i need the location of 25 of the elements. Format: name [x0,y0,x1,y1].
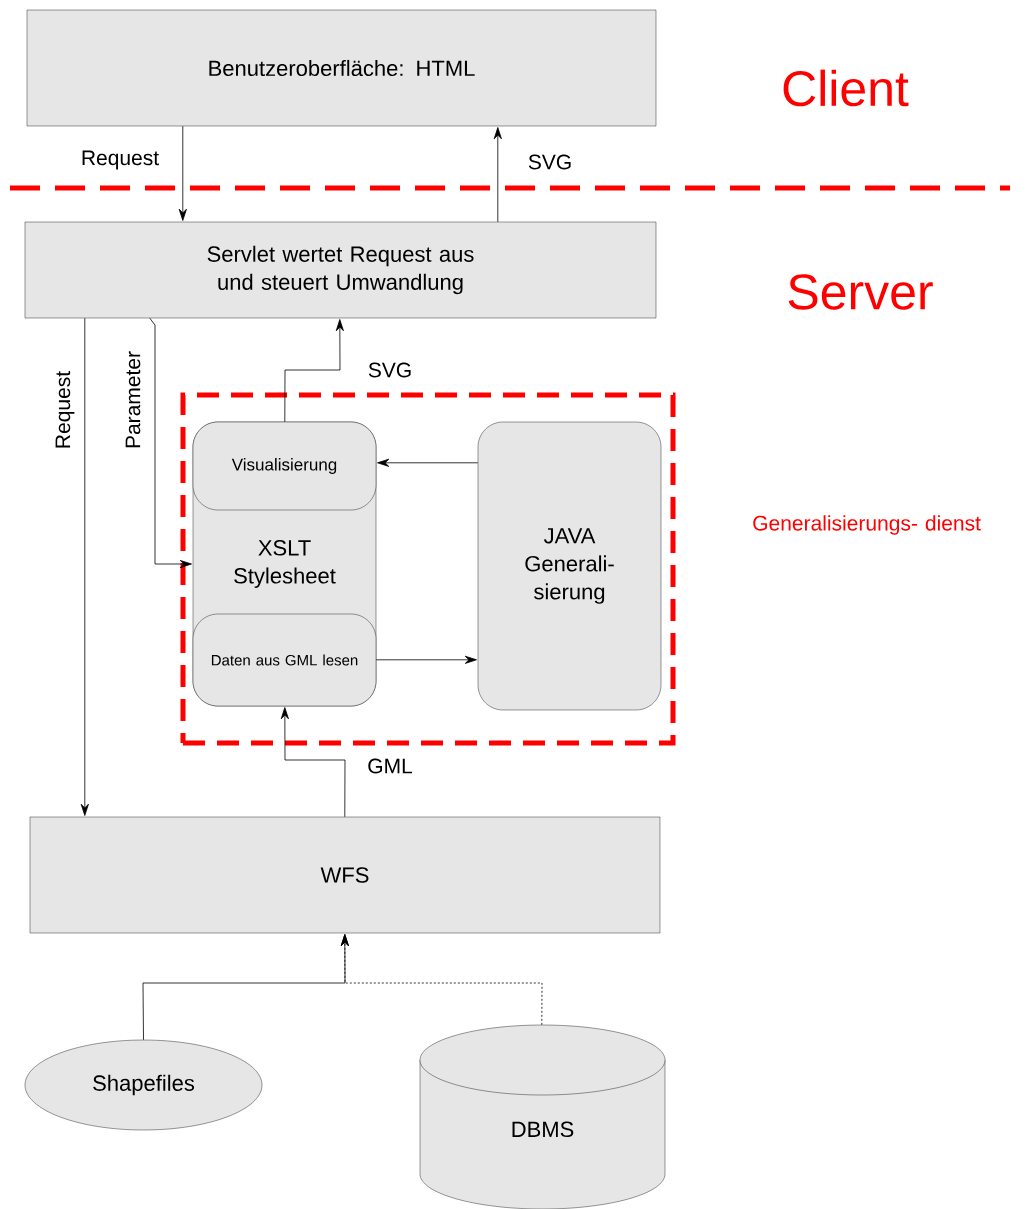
edge-label: SVG [526,153,574,171]
arrow [493,127,502,223]
arrow [149,317,192,569]
edge-label: Parameter [124,350,142,450]
rounded-box: Visualisierung [192,421,377,511]
rounded-box: Daten aus GML lesen [192,613,377,707]
edge-label: Request [79,149,161,171]
zone-label: Client [783,69,909,107]
edge-label: Request [54,369,76,451]
arrow [178,125,187,221]
node-label: Generalisierungs- dienst [753,515,981,535]
process-box: Benutzeroberfläche: HTML [26,9,657,127]
arrow [280,707,346,818]
arrow [340,934,543,1026]
arrow [80,317,89,816]
rounded-box: JAVA Generali- sierung [477,421,662,711]
process-box: Servlet wertet Request aus und steuert Umwandlung [24,221,657,319]
edge-label: GML [366,757,414,775]
arrow [377,458,479,467]
arrow [284,319,344,423]
database-cylinder: DBMS [419,1024,666,1209]
arrow [375,655,477,664]
edge-label: SVG [366,361,414,379]
process-box: WFS [29,816,661,934]
zone-label: Server [788,274,933,310]
